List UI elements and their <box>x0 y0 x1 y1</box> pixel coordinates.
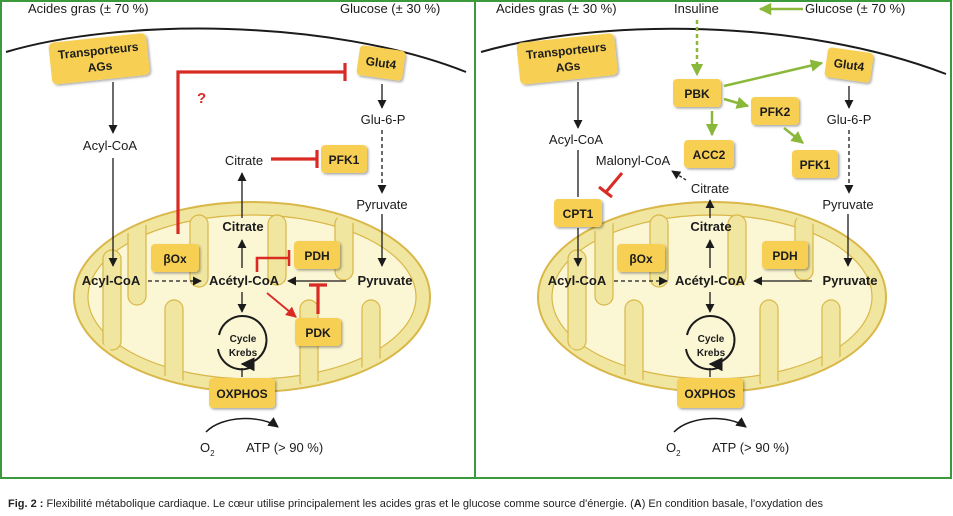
krebs-cycle: Cycle Krebs <box>217 315 268 372</box>
arrow-o2-to-atp <box>205 417 279 433</box>
glu6p-label: Glu-6-P <box>361 112 406 127</box>
glut4-label: Glut4 <box>833 56 866 74</box>
cell-membrane <box>480 27 947 75</box>
beta-oxidation-label: βOx <box>163 252 187 266</box>
acyl-coa-cytosol-label: Acyl-CoA <box>549 132 604 147</box>
pbk-box <box>673 79 721 107</box>
metabolic-flexibility-figure: Acides gras (± 70 %) Glucose (± 30 %) Tr… <box>0 0 952 479</box>
arrow-o2-to-atp <box>673 417 747 433</box>
glut4-box: Glut4 <box>356 45 406 81</box>
caption-label: Fig. 2 : <box>8 498 44 510</box>
inhibition-line-acetylcoa-to-pdh <box>255 256 288 272</box>
krebs-label-line1: Cycle <box>698 334 725 345</box>
acetyl-coa-label: Acétyl-CoA <box>209 273 280 288</box>
citrate-cytosol-label: Citrate <box>225 153 263 168</box>
pfk1-box <box>321 145 367 173</box>
pdh-label: PDH <box>304 249 329 263</box>
arrow-pbk-to-pfk2 <box>723 96 750 109</box>
beta-oxidation-box <box>617 244 665 272</box>
pfk1-box <box>792 150 838 178</box>
krebs-label-line1: Cycle <box>230 334 257 345</box>
inhibition-bar-cpt1 <box>598 185 613 199</box>
pfk1-label: PFK1 <box>800 158 831 172</box>
cpt1-box <box>554 199 602 227</box>
acc2-box <box>684 140 734 168</box>
inhibition-line-box-to-glut4 <box>176 70 345 234</box>
fatty-acids-label: Acides gras (± 70 %) <box>28 1 149 16</box>
oxphos-label: OXPHOS <box>684 387 735 401</box>
panel-b: Acides gras (± 30 %) Insuline Glucose (±… <box>480 1 947 458</box>
atp-label: ATP (> 90 %) <box>246 440 323 455</box>
citrate-cytosol-label: Citrate <box>691 181 729 196</box>
malonyl-coa-label: Malonyl-CoA <box>596 153 671 168</box>
arrow-pbk-to-glut4 <box>723 59 824 88</box>
cpt1-label: CPT1 <box>563 207 594 221</box>
krebs-cycle: Cycle Krebs <box>685 315 736 372</box>
glut4-label: Glut4 <box>365 54 398 72</box>
pyruvate-mito-label: Pyruvate <box>358 273 413 288</box>
glu6p-label: Glu-6-P <box>827 112 872 127</box>
acc2-label: ACC2 <box>693 148 726 162</box>
insulin-label: Insuline <box>674 1 719 16</box>
beta-oxidation-box <box>151 244 199 272</box>
fatty-acids-label: Acides gras (± 30 %) <box>496 1 617 16</box>
panel-a: Acides gras (± 70 %) Glucose (± 30 %) Tr… <box>5 1 467 458</box>
citrate-mito-label: Citrate <box>222 219 263 234</box>
krebs-label-line2: Krebs <box>697 348 726 359</box>
o2-label: O2 <box>666 440 681 458</box>
atp-label: ATP (> 90 %) <box>712 440 789 455</box>
pdh-box <box>762 241 808 269</box>
krebs-label-line2: Krebs <box>229 348 258 359</box>
acyl-coa-mito-label: Acyl-CoA <box>82 273 141 288</box>
pdk-label: PDK <box>305 326 331 340</box>
glut4-box: Glut4 <box>824 47 874 83</box>
caption-text-end: ) En condition basale, l'oxydation des <box>641 498 823 510</box>
arrow-pfk2-to-pfk1 <box>783 127 804 144</box>
inhibition-line-malonylcoa-to-cpt1 <box>604 172 624 193</box>
pfk2-label: PFK2 <box>760 105 791 119</box>
pyruvate-cytosol-label: Pyruvate <box>356 197 407 212</box>
fatty-acid-transporter-box: Transporteurs AGs <box>48 33 150 85</box>
caption-panel-letter-a: A <box>633 498 642 510</box>
pdk-box <box>295 318 341 346</box>
citrate-mito-label: Citrate <box>690 219 731 234</box>
transporters-label-line2: AGs <box>87 58 113 75</box>
pdh-label: PDH <box>772 249 797 263</box>
acyl-coa-mito-label: Acyl-CoA <box>548 273 607 288</box>
question-mark: ? <box>197 90 206 107</box>
acetyl-coa-label: Acétyl-CoA <box>675 273 746 288</box>
figure-caption: Fig. 2 : Flexibilité métabolique cardiaq… <box>8 497 948 511</box>
oxphos-box <box>209 378 275 408</box>
activation-arrow-acetylcoa-to-pdk <box>266 292 297 318</box>
pbk-label: PBK <box>684 87 710 101</box>
glucose-label: Glucose (± 30 %) <box>340 1 440 16</box>
pfk2-box <box>751 97 799 125</box>
cell-membrane <box>5 27 467 73</box>
pdh-box <box>294 241 340 269</box>
pfk1-label: PFK1 <box>329 153 360 167</box>
transporters-label-line2: AGs <box>555 59 581 76</box>
glucose-label: Glucose (± 70 %) <box>805 1 905 16</box>
fatty-acid-transporter-box: Transporteurs AGs <box>516 33 618 85</box>
caption-text-start: Flexibilité métabolique cardiaque. Le cœ… <box>43 498 634 510</box>
oxphos-box <box>677 378 743 408</box>
oxphos-label: OXPHOS <box>216 387 267 401</box>
o2-label: O2 <box>200 440 215 458</box>
pyruvate-cytosol-label: Pyruvate <box>822 197 873 212</box>
pyruvate-mito-label: Pyruvate <box>823 273 878 288</box>
arrow-citrate-to-malonylcoa <box>671 170 687 181</box>
acyl-coa-cytosol-label: Acyl-CoA <box>83 138 138 153</box>
beta-oxidation-label: βOx <box>629 252 653 266</box>
